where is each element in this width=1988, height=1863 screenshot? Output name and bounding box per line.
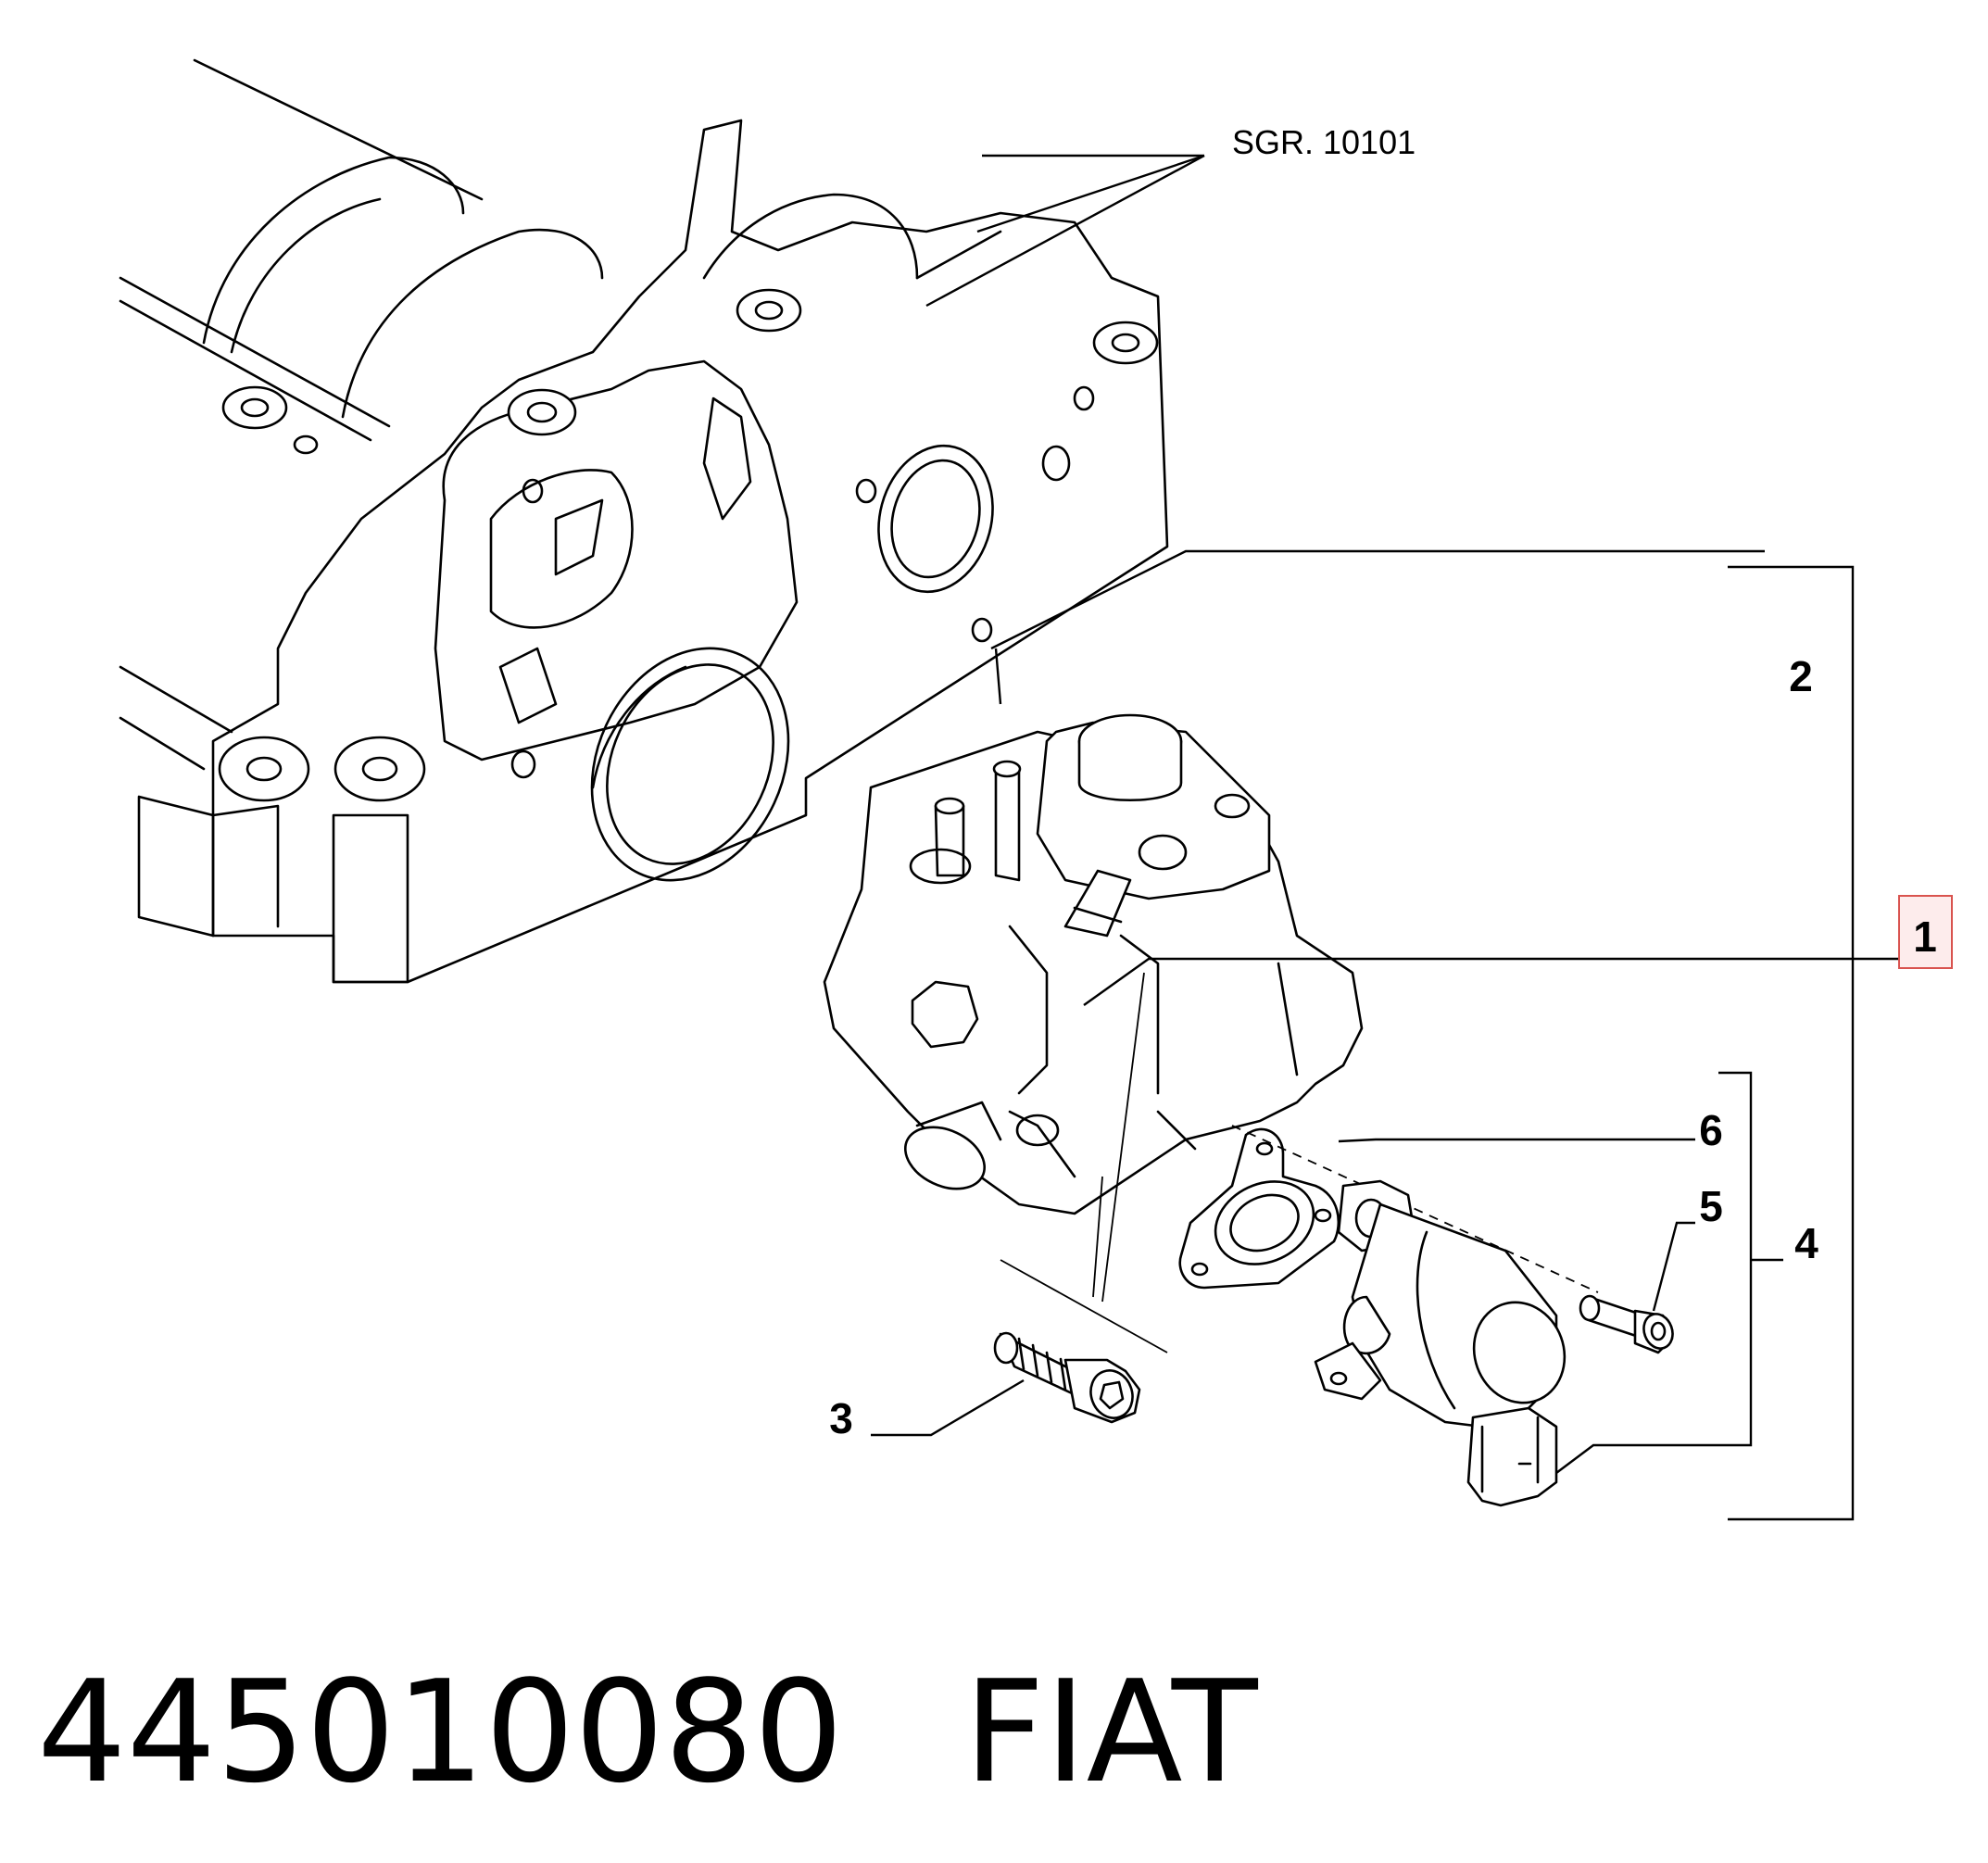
part-number: 445010080 bbox=[37, 1650, 844, 1814]
brand-name: FIAT bbox=[963, 1650, 1258, 1814]
pressure-regulator-4-drawing bbox=[1314, 1179, 1566, 1507]
part-footer: 445010080 FIAT bbox=[37, 1640, 1964, 1825]
exploded-parts-diagram: SGR. 10101 1 2 3 4 5 6 bbox=[119, 58, 1953, 1521]
screw-3-drawing bbox=[993, 972, 1168, 1424]
engine-block-drawing bbox=[119, 58, 1169, 984]
callout-1-highlight-box bbox=[1898, 895, 1953, 969]
callout-5[interactable]: 5 bbox=[1699, 1182, 1723, 1230]
callout-6[interactable]: 6 bbox=[1699, 1106, 1723, 1154]
callout-1[interactable]: 1 bbox=[1913, 913, 1937, 961]
callout-4[interactable]: 4 bbox=[1794, 1219, 1818, 1267]
seal-6-drawing bbox=[1178, 1125, 1599, 1293]
callout-3[interactable]: 3 bbox=[829, 1394, 853, 1442]
reference-label: SGR. 10101 bbox=[1232, 123, 1416, 161]
screw-5-drawing bbox=[1579, 1294, 1674, 1354]
bolt-boss-holes bbox=[218, 288, 1159, 802]
callout-2[interactable]: 2 bbox=[1789, 652, 1813, 700]
high-pressure-pump-drawing bbox=[823, 713, 1364, 1215]
leader-lines bbox=[871, 154, 1908, 1521]
